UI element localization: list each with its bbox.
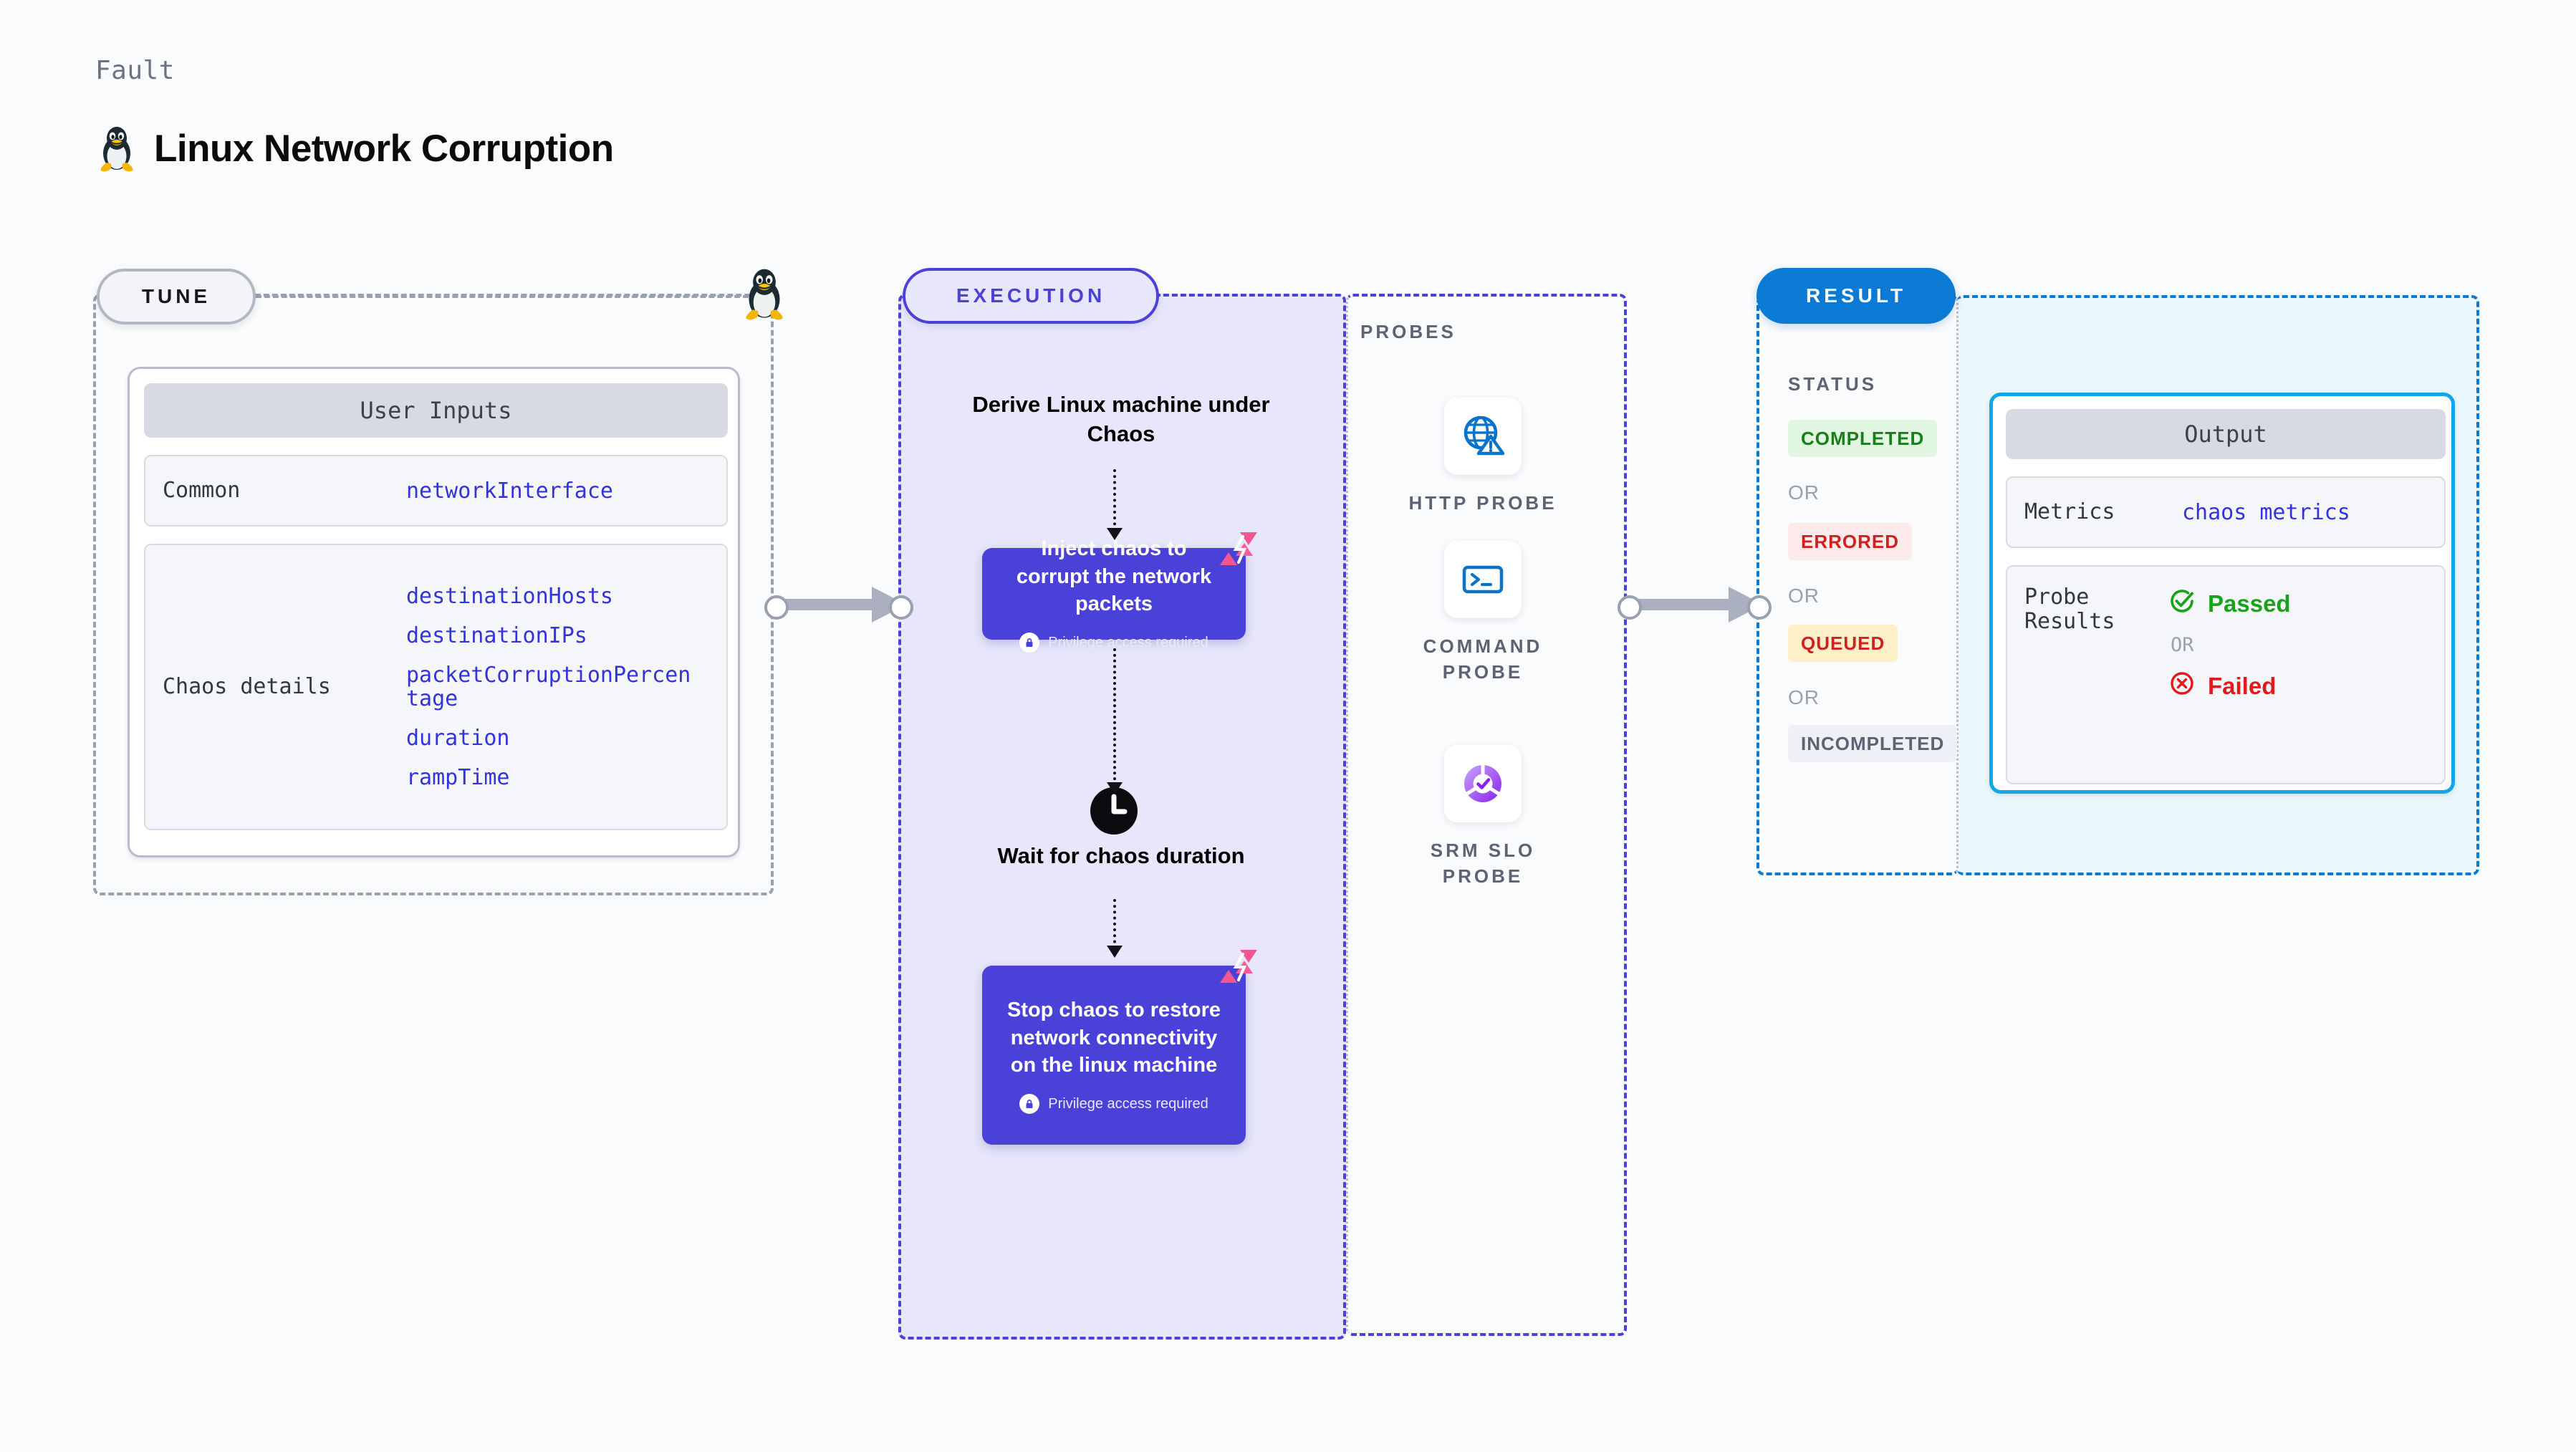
x-circle-icon [2168, 669, 2196, 703]
row-values-common: networkInterface [406, 479, 613, 503]
row-values-metrics: chaos metrics [2182, 501, 2350, 524]
stop-chaos-title: Stop chaos to restore network connectivi… [1006, 998, 1221, 1077]
output-row-probe-results: Probe Results Passed OR [2006, 565, 2446, 784]
probe-results-verdicts: Passed OR Failed [2168, 585, 2291, 703]
row-values-chaos-details: destinationHosts destinationIPs packetCo… [406, 585, 700, 789]
input-value-networkinterface: networkInterface [406, 478, 613, 504]
status-badge-completed: COMPLETED [1788, 420, 1938, 457]
tune-stage-badge[interactable]: TUNE [97, 269, 256, 324]
input-value-ramptime: rampTime [406, 765, 510, 790]
status-or-separator: OR [1788, 481, 1820, 504]
execution-arrow-derive-to-inject [1107, 469, 1123, 540]
execution-input-port [889, 595, 913, 620]
user-input-row-chaos-details: Chaos details destinationHosts destinati… [144, 544, 728, 830]
linux-tux-icon [95, 123, 138, 173]
inject-chaos-title: Inject chaos to corrupt the network pack… [1016, 537, 1212, 616]
inject-privilege-note: Privilege access required [1019, 633, 1208, 653]
tune-dashed-connector [256, 295, 757, 298]
execution-stage-badge[interactable]: EXECUTION [903, 268, 1159, 324]
probe-caption-command: COMMAND PROBE [1423, 635, 1543, 683]
probes-output-port [1618, 595, 1642, 620]
tune-output-port [764, 595, 789, 620]
terminal-icon [1444, 541, 1522, 618]
lock-icon [1019, 1094, 1040, 1115]
status-or-separator: OR [1788, 686, 1820, 708]
row-label-common: Common [163, 478, 241, 504]
output-card: Output Metrics chaos metrics Probe Resul… [1989, 393, 2455, 794]
input-value-packetcorruptionpercentage: packetCorruptionPercentage [406, 663, 691, 711]
result-stage-badge[interactable]: RESULT [1756, 268, 1956, 324]
probe-verdict-failed-label: Failed [2208, 673, 2277, 699]
globe-warning-icon [1444, 398, 1522, 475]
probes-section-label: PROBES [1360, 321, 1456, 342]
probe-item-http[interactable]: HTTP PROBE [1404, 398, 1562, 516]
input-value-destinationhosts: destinationHosts [406, 584, 613, 609]
execution-arrow-inject-to-wait [1107, 648, 1123, 794]
harness-logo-icon [1219, 948, 1259, 986]
probe-verdict-passed: Passed [2168, 587, 2291, 621]
lock-icon [1019, 633, 1040, 653]
status-badge-incompleted: INCOMPLETED [1788, 725, 1958, 762]
probe-verdict-passed-label: Passed [2208, 590, 2291, 617]
input-value-destinationips: destinationIPs [406, 623, 587, 648]
flow-arrow-tune-to-execution [774, 587, 906, 622]
stop-privilege-text: Privilege access required [1048, 1095, 1208, 1112]
probe-caption-srm-slo: SRM SLO PROBE [1430, 840, 1536, 887]
metrics-value: chaos metrics [2182, 499, 2350, 525]
execution-arrow-wait-to-stop [1107, 899, 1123, 958]
row-label-chaos-details: Chaos details [163, 674, 331, 700]
result-status-panel [1756, 295, 1959, 875]
execution-step-inject-chaos[interactable]: Inject chaos to corrupt the network pack… [982, 532, 1257, 653]
fault-eyebrow-label: Fault [95, 56, 175, 85]
result-input-port [1747, 595, 1772, 620]
probe-item-command[interactable]: COMMAND PROBE [1404, 541, 1562, 686]
clock-icon [1089, 786, 1139, 836]
probe-verdict-or: OR [2171, 634, 2194, 656]
status-or-separator: OR [1788, 585, 1820, 607]
user-input-row-common: Common networkInterface [144, 455, 728, 527]
row-label-metrics: Metrics [2024, 499, 2115, 525]
status-section-label: STATUS [1788, 373, 1878, 395]
check-circle-icon [2168, 587, 2196, 621]
probe-caption-http: HTTP PROBE [1408, 492, 1557, 514]
page-title-row: Linux Network Corruption [95, 123, 614, 173]
execution-step-stop-chaos[interactable]: Stop chaos to restore network connectivi… [982, 950, 1257, 1145]
execution-step-wait-label: Wait for chaos duration [997, 843, 1245, 868]
input-value-duration: duration [406, 726, 510, 751]
page-title: Linux Network Corruption [154, 127, 614, 170]
output-card-header: Output [2006, 409, 2446, 459]
inject-privilege-text: Privilege access required [1048, 634, 1208, 650]
user-inputs-card: User Inputs Common networkInterface Chao… [128, 367, 740, 857]
harness-logo-icon [1219, 531, 1259, 568]
execution-step-derive-label: Derive Linux machine under Chaos [972, 392, 1270, 446]
row-label-probe-results: Probe Results [2024, 585, 2115, 634]
stop-privilege-note: Privilege access required [1019, 1094, 1208, 1115]
probe-verdict-failed: Failed [2168, 669, 2291, 703]
output-row-metrics: Metrics chaos metrics [2006, 476, 2446, 548]
user-inputs-card-header: User Inputs [144, 383, 728, 438]
status-badge-queued: QUEUED [1788, 625, 1898, 662]
flow-arrow-probes-to-result [1627, 587, 1763, 622]
probe-item-srm-slo[interactable]: SRM SLO PROBE [1404, 745, 1562, 890]
linux-tux-icon [740, 265, 789, 322]
status-badge-errored: ERRORED [1788, 523, 1913, 560]
slo-gauge-check-icon [1444, 745, 1522, 822]
